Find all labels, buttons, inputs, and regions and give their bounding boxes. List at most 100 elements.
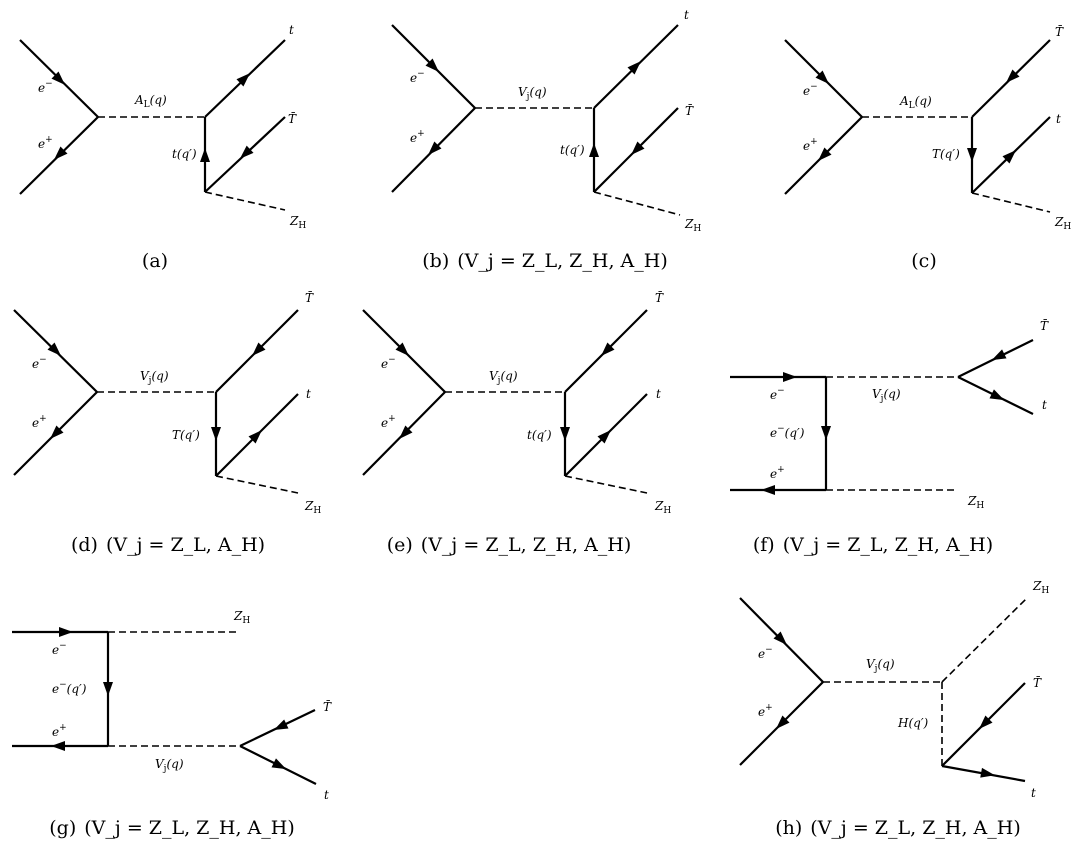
label-propagator: Vj(q) xyxy=(866,657,895,674)
label-e-minus: e− xyxy=(803,82,818,98)
fermion-arrow xyxy=(560,427,570,441)
label-top: t xyxy=(1042,398,1047,412)
caption-condition: (V_j = Z_L, Z_H, A_H) xyxy=(84,817,294,839)
label-antitop: T̄ xyxy=(323,699,332,714)
caption-e: (e)(V_j = Z_L, Z_H, A_H) xyxy=(387,534,632,556)
diagram-g: e− e−(q′) e+ Vj(q) ZH T̄ t (g)(V_j = Z_L… xyxy=(12,609,332,839)
caption-condition: (V_j = Z_L, Z_H, A_H) xyxy=(457,250,667,272)
label-e-plus: e+ xyxy=(410,129,425,145)
label-internal: t(q′) xyxy=(527,428,552,442)
label-internal: H(q′) xyxy=(897,716,929,730)
diagram-b: e− e+ Vj(q) t T̄ t(q′) ZH (b)(V_j = Z_L,… xyxy=(391,8,701,272)
label-antitop: T̄ xyxy=(1033,675,1042,690)
label-e-plus: e+ xyxy=(758,703,773,719)
scalar-line xyxy=(204,191,286,211)
fermion-arrow xyxy=(980,767,996,781)
caption-g: (g)(V_j = Z_L, Z_H, A_H) xyxy=(49,817,294,839)
label-top: t xyxy=(306,387,311,401)
caption-d: (d)(V_j = Z_L, A_H) xyxy=(71,534,265,556)
fermion-arrow xyxy=(200,148,210,162)
diagram-a: e− e+ AL(q) t T̄ t(q′) ZH (a) xyxy=(19,23,306,272)
label-propagator: Vj(q) xyxy=(155,757,184,774)
label-e-minus: e− xyxy=(52,641,67,657)
diagram-h: e− e+ Vj(q) H(q′) ZH T̄ t (h)(V_j = Z_L,… xyxy=(739,579,1049,839)
diagram-d: e− e+ Vj(q) T̄ t T(q′) ZH (d)(V_j = Z_L,… xyxy=(13,290,321,556)
label-antitop: T̄ xyxy=(1055,24,1064,39)
fermion-arrow xyxy=(821,426,831,440)
label-top: t xyxy=(289,23,294,37)
label-scalar: ZH xyxy=(967,494,984,511)
scalar-line xyxy=(564,475,648,494)
label-internal: e−(q′) xyxy=(52,680,87,696)
fermion-arrow xyxy=(589,143,599,157)
label-e-minus: e− xyxy=(32,355,47,371)
label-e-minus: e− xyxy=(410,69,425,85)
label-e-plus: e+ xyxy=(803,137,818,153)
label-internal: T(q′) xyxy=(172,428,200,442)
label-e-minus: e− xyxy=(381,355,396,371)
fermion-arrow xyxy=(271,719,289,735)
label-internal: t(q′) xyxy=(172,147,197,161)
caption-c: (c) xyxy=(911,250,936,272)
label-antitop: T̄ xyxy=(655,290,664,305)
label-scalar: ZH xyxy=(233,609,250,626)
fermion-arrow xyxy=(271,758,289,774)
caption-h: (h)(V_j = Z_L, Z_H, A_H) xyxy=(775,817,1021,839)
label-e-minus: e− xyxy=(758,645,773,661)
label-e-plus: e+ xyxy=(52,723,67,739)
label-propagator: Vj(q) xyxy=(140,369,169,386)
label-e-plus: e+ xyxy=(770,465,785,481)
fermion-arrow xyxy=(761,485,775,495)
label-propagator: Vj(q) xyxy=(489,369,518,386)
label-scalar: ZH xyxy=(1054,215,1071,232)
label-scalar: ZH xyxy=(289,214,306,231)
label-propagator: Vj(q) xyxy=(872,387,901,404)
label-scalar: ZH xyxy=(304,499,321,516)
label-top: t xyxy=(1056,112,1061,126)
caption-b: (b)(V_j = Z_L, Z_H, A_H) xyxy=(422,250,667,272)
label-internal: t(q′) xyxy=(560,143,585,157)
label-internal: T(q′) xyxy=(932,147,960,161)
label-propagator: AL(q) xyxy=(899,94,932,111)
label-top: t xyxy=(684,8,689,22)
caption-f: (f)(V_j = Z_L, Z_H, A_H) xyxy=(753,534,993,556)
caption-a: (a) xyxy=(142,250,168,272)
label-top: t xyxy=(656,387,661,401)
fermion-arrow xyxy=(51,741,65,751)
caption-condition: (V_j = Z_L, A_H) xyxy=(106,534,265,556)
label-e-minus: e− xyxy=(770,386,785,402)
label-top: t xyxy=(324,788,329,802)
scalar-line xyxy=(971,192,1051,213)
label-e-minus: e− xyxy=(38,79,53,95)
fermion-arrow xyxy=(211,427,221,441)
fermion-arrow xyxy=(989,389,1007,405)
fermion-arrow xyxy=(103,682,113,696)
fermion-arrow xyxy=(989,349,1007,365)
fermion-arrow xyxy=(59,627,73,637)
diagram-e: e− e+ Vj(q) T̄ t t(q′) ZH (e)(V_j = Z_L,… xyxy=(362,290,671,556)
scalar-line xyxy=(941,597,1028,683)
label-propagator: Vj(q) xyxy=(518,85,547,102)
label-antitop: T̄ xyxy=(305,290,314,305)
label-antitop: T̄ xyxy=(1040,318,1049,333)
label-scalar: ZH xyxy=(654,499,671,516)
fermion-arrow xyxy=(783,372,797,382)
caption-condition: (V_j = Z_L, Z_H, A_H) xyxy=(810,817,1020,839)
scalar-line xyxy=(215,475,299,494)
label-e-plus: e+ xyxy=(381,414,396,430)
label-internal: e−(q′) xyxy=(770,424,805,440)
caption-condition: (V_j = Z_L, Z_H, A_H) xyxy=(421,534,631,556)
diagram-c: e− e+ AL(q) T̄ t T(q′) ZH (c) xyxy=(784,24,1071,272)
scalar-line xyxy=(593,191,681,216)
label-e-plus: e+ xyxy=(38,135,53,151)
label-antitop: T̄ xyxy=(685,103,694,118)
fermion-arrow xyxy=(967,148,977,162)
label-propagator: AL(q) xyxy=(134,93,167,110)
label-antitop: T̄ xyxy=(288,111,297,126)
label-scalar: ZH xyxy=(1032,579,1049,596)
caption-condition: (V_j = Z_L, Z_H, A_H) xyxy=(783,534,993,556)
diagram-f: e− e−(q′) e+ Vj(q) T̄ t ZH (f)(V_j = Z_L… xyxy=(730,318,1049,556)
label-e-plus: e+ xyxy=(32,414,47,430)
label-top: t xyxy=(1031,786,1036,800)
